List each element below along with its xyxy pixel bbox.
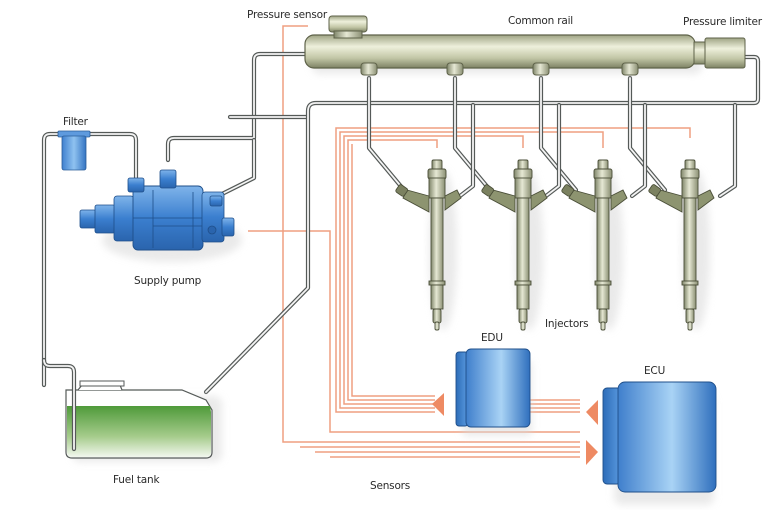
- injector-3[interactable]: [561, 159, 628, 331]
- pressure-sensor-wire: [282, 25, 580, 443]
- pressure-limiter-label: Pressure limiter: [683, 16, 762, 28]
- edu-arrow: [432, 393, 444, 416]
- injectors-label: Injectors: [545, 318, 589, 330]
- injector-2[interactable]: [481, 159, 548, 331]
- filter[interactable]: [57, 130, 91, 171]
- common-rail[interactable]: [304, 34, 702, 76]
- fuel-level: [67, 406, 211, 457]
- supply-pump[interactable]: [79, 169, 242, 262]
- injectors: [395, 159, 715, 331]
- signal-wires: [248, 25, 691, 458]
- ecu-label: ECU: [644, 365, 666, 377]
- pressure-limiter[interactable]: [693, 37, 746, 69]
- injector-wire-4: [347, 139, 438, 401]
- rail-outlets: [360, 62, 639, 76]
- common-rail-label: Common rail: [508, 15, 574, 27]
- injector-1[interactable]: [395, 159, 462, 331]
- edu[interactable]: [455, 348, 532, 436]
- ecu[interactable]: [602, 381, 717, 505]
- supply-pump-label: Supply pump: [134, 275, 202, 287]
- injector-wire-1: [335, 127, 691, 413]
- injector-wire-5: [351, 144, 435, 397]
- pump-control-wire: [248, 230, 580, 433]
- ecu-input-arrow-bottom: [586, 440, 598, 465]
- filter-label: Filter: [63, 116, 88, 128]
- sensors-label: Sensors: [370, 480, 411, 492]
- edu-label: EDU: [481, 332, 503, 344]
- ecu-input-arrow-top: [586, 400, 598, 425]
- injector-wire-3: [343, 135, 524, 405]
- fuel-tank-label: Fuel tank: [113, 474, 160, 486]
- pressure-sensor[interactable]: [328, 15, 368, 39]
- injector-wire-2: [339, 131, 604, 409]
- fuel-pipes: [41, 51, 761, 395]
- injector-4[interactable]: [648, 159, 715, 331]
- fuel-tank[interactable]: [41, 357, 222, 462]
- pressure-sensor-label: Pressure sensor: [247, 9, 327, 21]
